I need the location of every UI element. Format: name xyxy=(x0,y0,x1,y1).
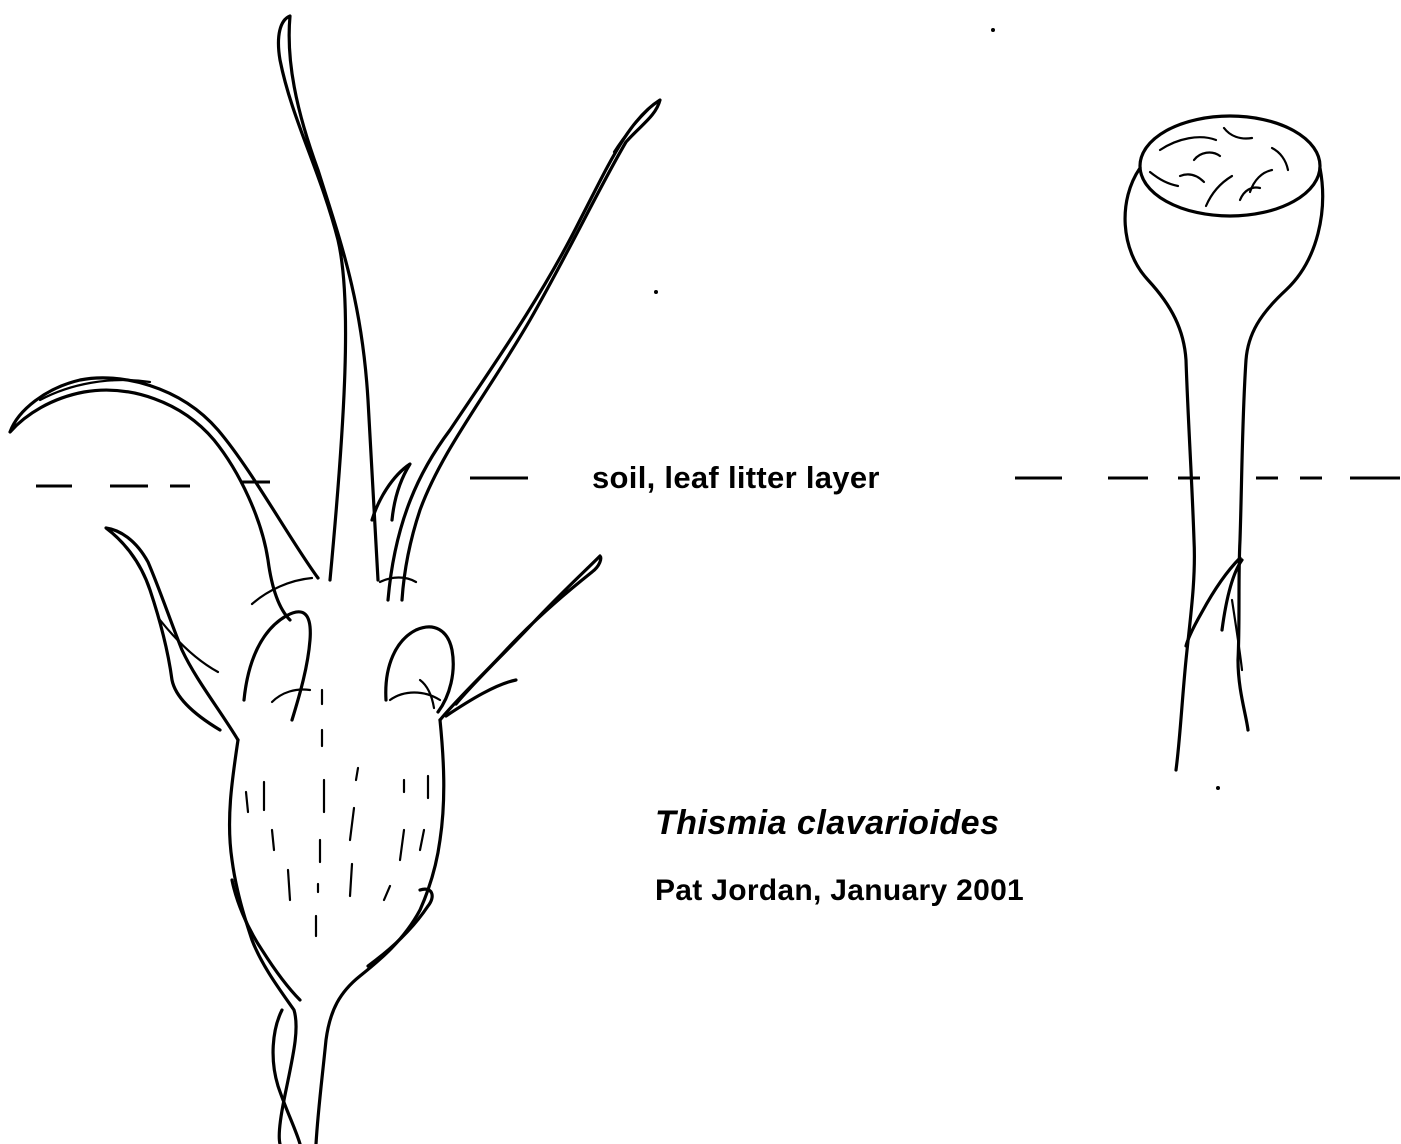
right-lower-appendage xyxy=(440,556,601,720)
bud-illustration xyxy=(1125,116,1323,770)
annulus-lobe-left xyxy=(244,612,310,720)
right-upper-appendage xyxy=(388,100,660,600)
soil-layer-label: soil, leaf litter layer xyxy=(592,460,880,496)
author-credit: Pat Jordan, January 2001 xyxy=(655,874,1024,908)
perianth-tube xyxy=(230,740,297,1144)
central-appendage xyxy=(278,16,378,580)
flower-illustration xyxy=(10,16,660,1144)
bud-top-disc xyxy=(1140,116,1320,216)
striations xyxy=(246,690,428,936)
soil-line-left xyxy=(36,478,528,486)
specks xyxy=(654,28,1220,790)
left-arching-appendage xyxy=(10,378,318,620)
bud-body xyxy=(1125,168,1194,770)
species-name: Thismia clavarioides xyxy=(655,804,1000,843)
annulus-lobe-right xyxy=(386,627,453,712)
